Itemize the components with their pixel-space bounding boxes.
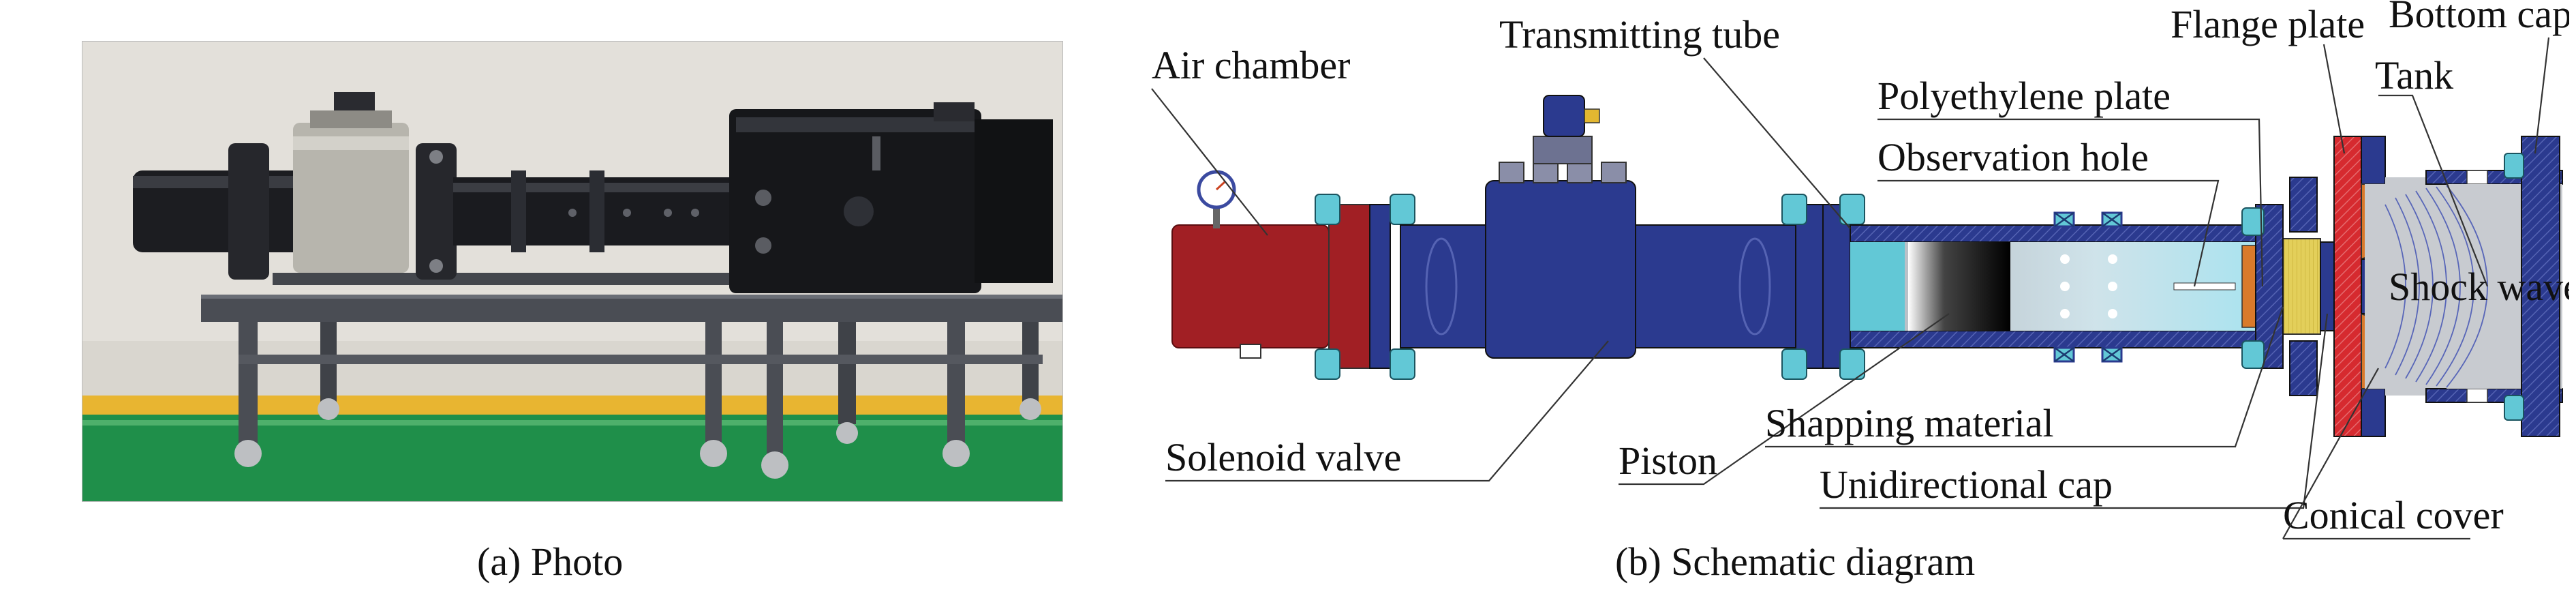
label-bottom-cap: Bottom cap (2389, 0, 2569, 36)
label-shock-wave: Shock wave (2389, 265, 2569, 309)
piston-shape (1908, 242, 2010, 331)
label-piston: Piston (1619, 438, 1717, 483)
label-polyethylene-plate: Polyethylene plate (1877, 74, 2171, 118)
label-flange-plate: Flange plate (2171, 2, 2365, 46)
label-tank: Tank (2375, 53, 2453, 98)
apparatus-photo (82, 41, 1145, 502)
bottom-cap-shape (2521, 136, 2560, 437)
label-air-chamber: Air chamber (1152, 43, 1350, 87)
caption-photo: (a) Photo (477, 539, 624, 584)
solenoid-valve-shape (1400, 95, 1796, 359)
label-unidirectional-cap: Unidirectional cap (1820, 462, 2113, 507)
label-observation-hole: Observation hole (1877, 135, 2149, 179)
photo-border (82, 41, 1063, 502)
label-solenoid-valve: Solenoid valve (1165, 435, 1401, 479)
label-conical-cover: Conical cover (2283, 493, 2504, 537)
label-transmitting-tube: Transmitting tube (1499, 12, 1780, 57)
label-shapping-material: Shapping material (1765, 401, 2054, 445)
pressure-gauge-icon (1197, 170, 1236, 228)
schematic-panel: Air chamber Transmitting tube Flange pla… (1131, 0, 2576, 546)
transmitting-tube-shape (1850, 211, 2260, 363)
flange-plate-shape (2333, 136, 2362, 437)
caption-schematic: (b) Schematic diagram (1615, 539, 1976, 584)
schematic-diagram: Air chamber Transmitting tube Flange pla… (1151, 0, 2576, 540)
air-chamber-shape (1171, 224, 1330, 359)
photo-panel (82, 41, 1145, 502)
